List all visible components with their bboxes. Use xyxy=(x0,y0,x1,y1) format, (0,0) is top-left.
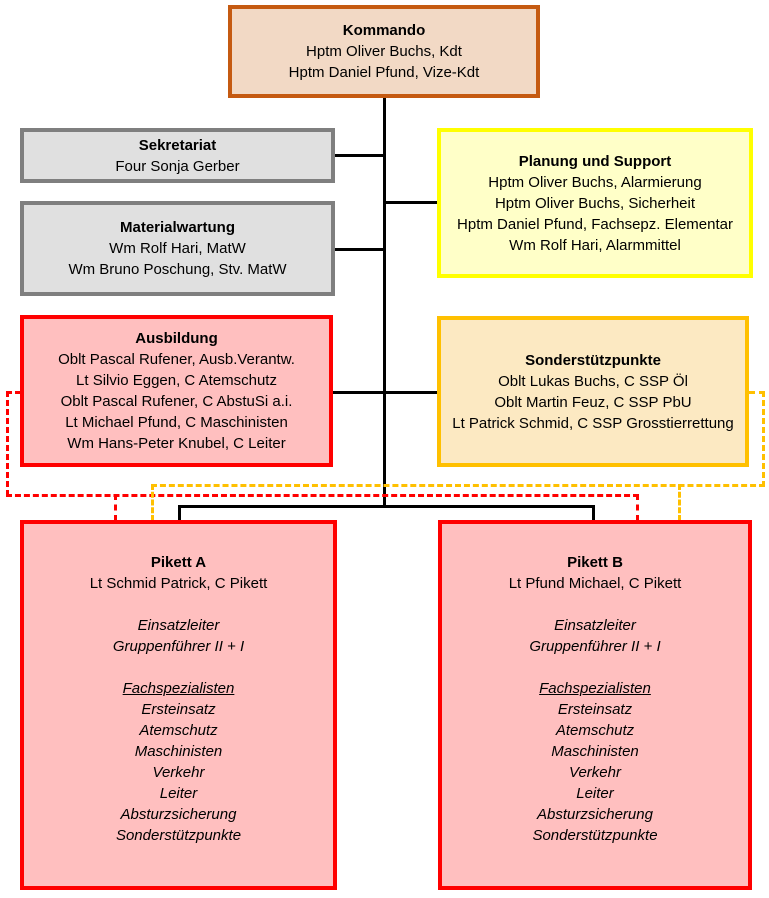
box-line: Leiter xyxy=(159,785,198,802)
box-line: Fachspezialisten xyxy=(122,680,235,697)
box-line: Four Sonja Gerber xyxy=(115,157,240,175)
box-line: Oblt Pascal Rufener, Ausb.Verantw. xyxy=(58,351,295,368)
box-title: Pikett B xyxy=(567,554,623,571)
box-spacer xyxy=(442,657,748,678)
box-line: Einsatzleiter xyxy=(137,617,220,634)
box-line: Maschinisten xyxy=(134,743,223,760)
box-line: Oblt Martin Feuz, C SSP PbU xyxy=(494,393,692,411)
connector-red-pikett-a-drop xyxy=(114,494,117,521)
box-title: Sonderstützpunkte xyxy=(525,351,661,369)
box-line: Hptm Daniel Pfund, Fachsepz. Elementar xyxy=(457,215,733,233)
connector-pikett-horizontal xyxy=(178,505,595,508)
box-line: Lt Michael Pfund, C Maschinisten xyxy=(65,414,288,431)
box-line: Oblt Pascal Rufener, C AbstuSi a.i. xyxy=(60,393,293,410)
connector-red-stub xyxy=(6,391,21,394)
box-title: Planung und Support xyxy=(518,152,672,170)
connector-amber-pikett-b-drop xyxy=(678,484,681,521)
box-line: Lt Pfund Michael, C Pikett xyxy=(508,575,682,592)
org-box-planung-support: Planung und Support Hptm Oliver Buchs, A… xyxy=(437,128,753,278)
box-line: Atemschutz xyxy=(555,722,635,739)
box-line: Lt Patrick Schmid, C SSP Grosstierrettun… xyxy=(452,414,734,432)
box-line: Hptm Oliver Buchs, Alarmierung xyxy=(488,173,702,191)
connector-amber-horizontal xyxy=(151,484,765,487)
box-line: Wm Rolf Hari, Alarmmittel xyxy=(509,236,681,254)
connector-sekretariat xyxy=(335,154,383,157)
org-box-pikett-a: Pikett A Lt Schmid Patrick, C Pikett Ein… xyxy=(20,520,337,890)
box-line: Maschinisten xyxy=(551,743,639,760)
connector-red-pikett-b-drop xyxy=(636,494,639,521)
box-line: Ersteinsatz xyxy=(557,701,633,718)
connector-planung-support xyxy=(386,201,437,204)
connector-red-horizontal xyxy=(6,494,639,497)
connector-trunk-vertical xyxy=(383,98,386,508)
box-line: Wm Hans-Peter Knubel, C Leiter xyxy=(67,435,286,452)
box-line: Hptm Daniel Pfund, Vize-Kdt xyxy=(288,64,480,81)
box-line: Lt Schmid Patrick, C Pikett xyxy=(89,575,268,592)
box-spacer xyxy=(442,594,748,615)
connector-amber-pikett-a-drop xyxy=(151,484,154,521)
box-line: Leiter xyxy=(576,785,614,802)
connector-red-vertical-left xyxy=(6,391,9,496)
box-line: Fachspezialisten xyxy=(539,680,651,697)
org-box-materialwartung: Materialwartung Wm Rolf Hari, MatW Wm Br… xyxy=(20,201,335,296)
box-title: Sekretariat xyxy=(138,136,217,154)
box-line: Atemschutz xyxy=(139,722,218,739)
org-box-kommando: Kommando Hptm Oliver Buchs, Kdt Hptm Dan… xyxy=(228,5,540,98)
box-line: Verkehr xyxy=(569,764,621,781)
box-line: Gruppenführer II + I xyxy=(112,638,245,655)
connector-ausbildung-sonderstuetzpunkte xyxy=(333,391,437,394)
box-line: Verkehr xyxy=(152,764,205,781)
box-line: Wm Rolf Hari, MatW xyxy=(109,240,246,257)
org-box-sonderstuetzpunkte: Sonderstützpunkte Oblt Lukas Buchs, C SS… xyxy=(437,316,749,467)
box-spacer xyxy=(24,657,333,678)
box-line: Einsatzleiter xyxy=(554,617,636,634)
connector-pikett-a-drop xyxy=(178,505,181,521)
box-line: Hptm Oliver Buchs, Kdt xyxy=(306,43,462,60)
box-spacer xyxy=(24,594,333,615)
box-line: Lt Silvio Eggen, C Atemschutz xyxy=(76,372,277,389)
box-line: Oblt Lukas Buchs, C SSP Öl xyxy=(498,372,688,390)
connector-amber-stub xyxy=(749,391,765,394)
box-line: Absturzsicherung xyxy=(537,806,653,823)
box-line: Wm Bruno Poschung, Stv. MatW xyxy=(68,261,287,278)
connector-materialwartung xyxy=(335,248,383,251)
box-title: Ausbildung xyxy=(135,330,218,347)
box-line: Hptm Oliver Buchs, Sicherheit xyxy=(494,194,696,212)
connector-pikett-b-drop xyxy=(592,505,595,521)
box-title: Pikett A xyxy=(150,554,207,571)
box-title: Materialwartung xyxy=(119,219,236,236)
org-box-ausbildung: Ausbildung Oblt Pascal Rufener, Ausb.Ver… xyxy=(20,315,333,467)
box-line: Gruppenführer II + I xyxy=(529,638,661,655)
connector-amber-vertical-right xyxy=(762,391,765,487)
org-box-sekretariat: Sekretariat Four Sonja Gerber xyxy=(20,128,335,183)
box-line: Ersteinsatz xyxy=(141,701,216,718)
box-line: Sonderstützpunkte xyxy=(115,827,242,844)
box-title: Kommando xyxy=(342,22,426,39)
box-line: Absturzsicherung xyxy=(120,806,237,823)
box-line: Sonderstützpunkte xyxy=(532,827,658,844)
org-box-pikett-b: Pikett B Lt Pfund Michael, C Pikett Eins… xyxy=(438,520,752,890)
